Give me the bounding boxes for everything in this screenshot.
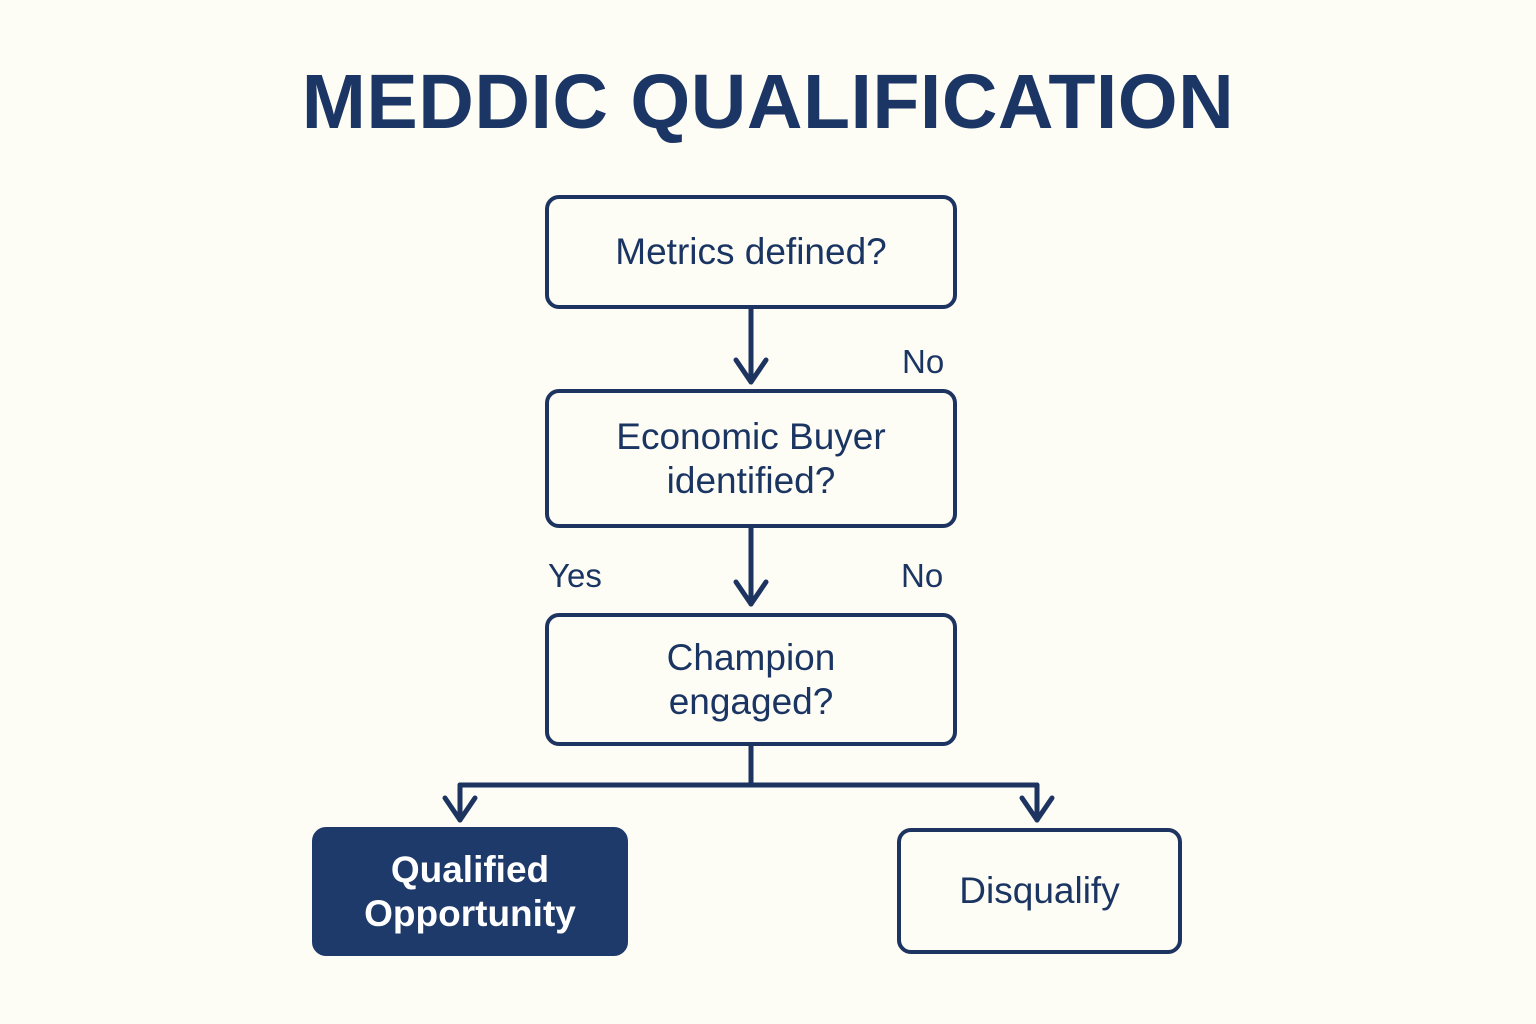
node-label: Metrics defined? (615, 231, 887, 273)
node-disqualify[interactable]: Disqualify (897, 828, 1182, 954)
edge-label-no-metrics: No (902, 343, 945, 380)
edge-label-yes-econbuyer: Yes (548, 557, 602, 594)
node-economic-buyer-identified[interactable]: Economic Buyer identified? (545, 389, 957, 528)
edge-champion-split-bus (457, 743, 1040, 788)
node-qualified-opportunity[interactable]: Qualified Opportunity (312, 827, 628, 956)
edge-metrics-to-econbuyer (733, 306, 769, 385)
node-metrics-defined[interactable]: Metrics defined? (545, 195, 957, 309)
edge-champion-to-disqualify (1019, 782, 1055, 823)
edge-champion-to-qualified (442, 782, 478, 823)
node-champion-engaged[interactable]: Champion engaged? (545, 613, 957, 746)
node-label: Economic Buyer identified? (616, 415, 886, 501)
edge-label-no-econbuyer: No (901, 557, 944, 594)
edge-econbuyer-to-champion (733, 525, 769, 607)
page-title: MEDDIC QUALIFICATION (301, 59, 1235, 145)
node-label: Disqualify (959, 870, 1120, 912)
node-label: Qualified Opportunity (364, 848, 576, 934)
node-label: Champion engaged? (666, 636, 836, 722)
